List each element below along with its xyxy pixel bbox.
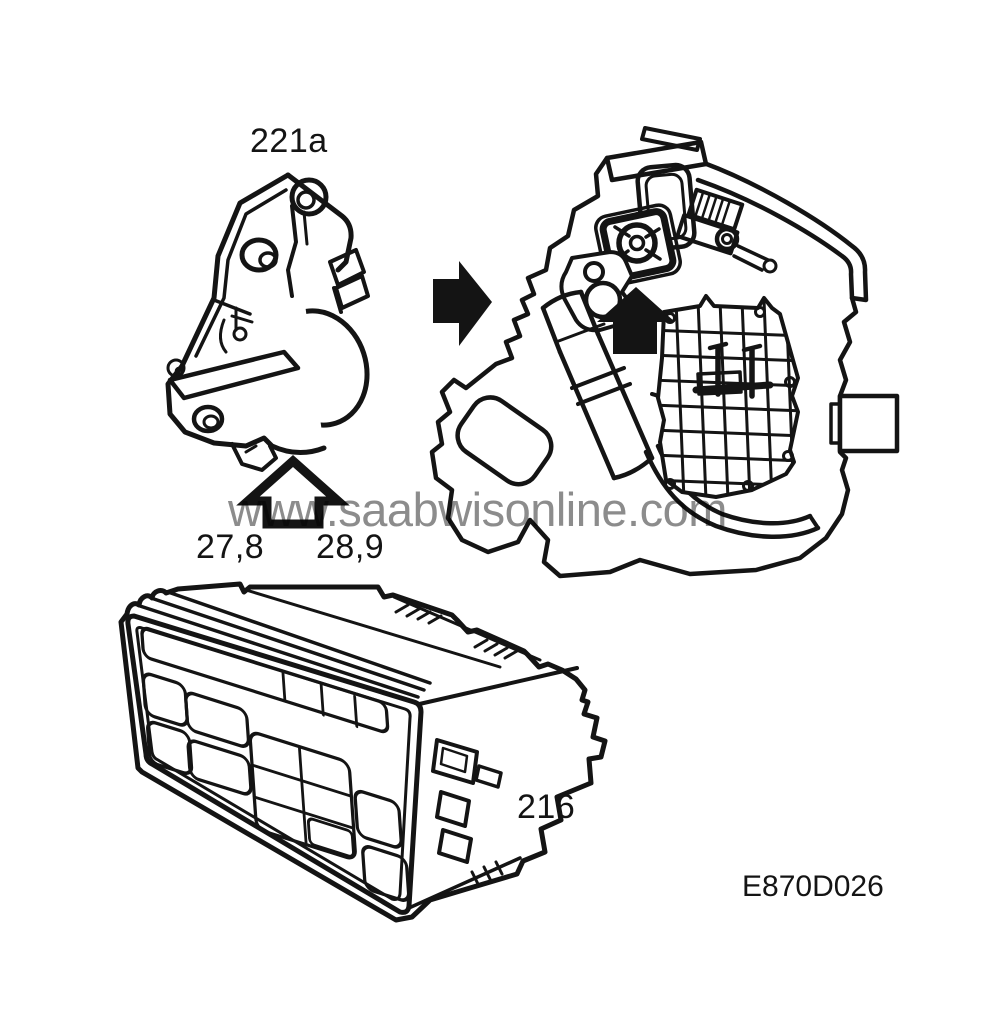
stepper-motor-illustration [165, 172, 370, 472]
up-arrow-icon [597, 287, 675, 354]
callout-control-panel: 216 [517, 788, 576, 826]
callout-torque-right: 28,9 [316, 528, 385, 566]
right-arrow-icon [433, 261, 492, 346]
watermark: www.saabwisonline.com [228, 483, 727, 536]
figure-code: E870D026 [742, 870, 884, 903]
control-panel-illustration [118, 581, 608, 923]
callout-actuator-motor: 221a [250, 122, 328, 160]
location-up-arrow-icon [236, 454, 350, 529]
heater-assembly-illustration [429, 126, 900, 579]
callout-torque-left: 27,8 [196, 528, 265, 566]
